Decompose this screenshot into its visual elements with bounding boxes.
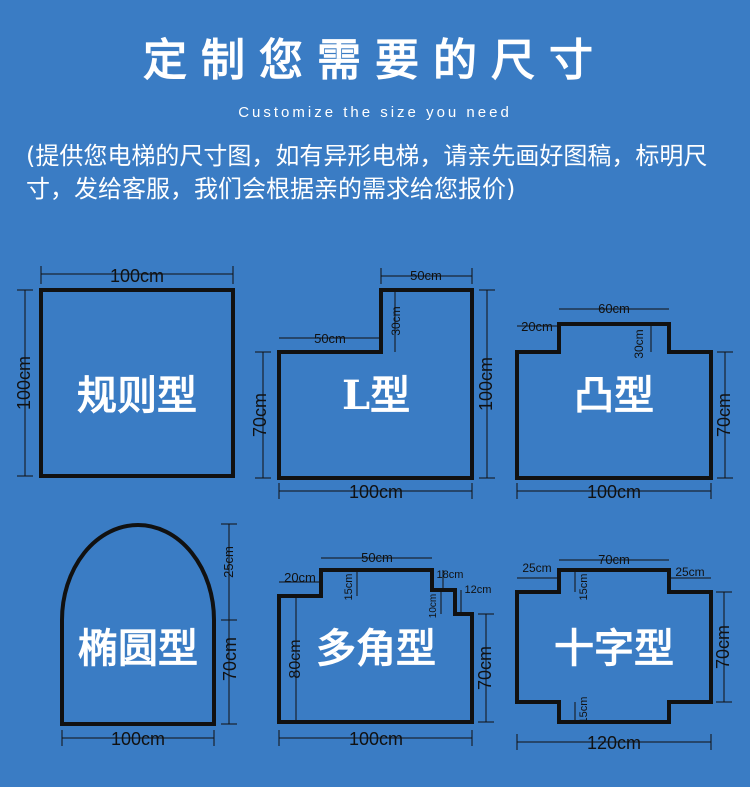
instruction-note: (提供您电梯的尺寸图，如有异形电梯，请亲先画好图稿，标明尺寸，发给客服，我们会根… [26,142,708,203]
regular-shape-outline [39,288,235,478]
l-left-height-label: 70cm [250,393,270,437]
polygon-left-step-label: 20cm [284,570,316,585]
page-subtitle: Customize the size you need [238,104,512,121]
arch-shape-outline [60,523,216,726]
page-title: 定制您需要的尺寸 [143,35,607,86]
cross-shape-outline [515,568,713,724]
cross-left-arm-label: 25cm [522,561,551,575]
regular-shape-name: 规则型 [77,372,197,419]
l-bottom-width-label: 100cm [349,482,403,502]
polygon-left-step-height-label: 15cm [343,574,355,601]
polygon-right-step2-label: 12cm [465,584,492,596]
convex-shape-outline [515,322,713,480]
cross-right-height-label: 70cm [713,625,733,669]
polygon-right-height-label: 70cm [475,646,495,690]
arch-shape-name: 椭圆型 [78,625,198,672]
cross-top-step-label: 15cm [578,574,590,601]
l-top-width-label: 50cm [410,268,442,283]
polygon-shape-name: 多角型 [316,625,436,672]
convex-top-width-label: 60cm [598,301,630,316]
l-step-height-label: 30cm [389,306,403,335]
polygon-shape-outline [277,568,474,724]
l-step-width-label: 50cm [314,331,346,346]
cross-shape-name: 十字型 [554,625,674,672]
polygon-small-step-label: 10cm [428,594,439,618]
l-right-height-label: 100cm [476,357,496,411]
l-shape-outline [277,288,474,480]
convex-shoulder-width-label: 20cm [521,319,553,334]
polygon-right-step-label: 18cm [437,569,464,581]
convex-right-height-label: 70cm [714,393,734,437]
convex-shape-name: 凸型 [574,372,654,419]
convex-bottom-width-label: 100cm [587,482,641,502]
regular-height-label: 100cm [14,356,34,410]
arch-top-height-label: 25cm [221,546,236,578]
cross-right-arm-label: 25cm [675,565,704,579]
arch-bottom-width-label: 100cm [111,729,165,749]
polygon-top-width-label: 50cm [361,550,393,565]
polygon-bottom-width-label: 100cm [349,729,403,749]
polygon-left-height-label: 80cm [287,639,304,678]
convex-step-height-label: 30cm [632,329,646,358]
regular-width-label: 100cm [110,266,164,286]
l-shape-name: L型 [342,372,410,419]
cross-bottom-step-label: 15cm [578,697,590,724]
cross-top-width-label: 70cm [598,552,630,567]
cross-bottom-width-label: 120cm [587,733,641,753]
arch-side-height-label: 70cm [220,637,240,681]
